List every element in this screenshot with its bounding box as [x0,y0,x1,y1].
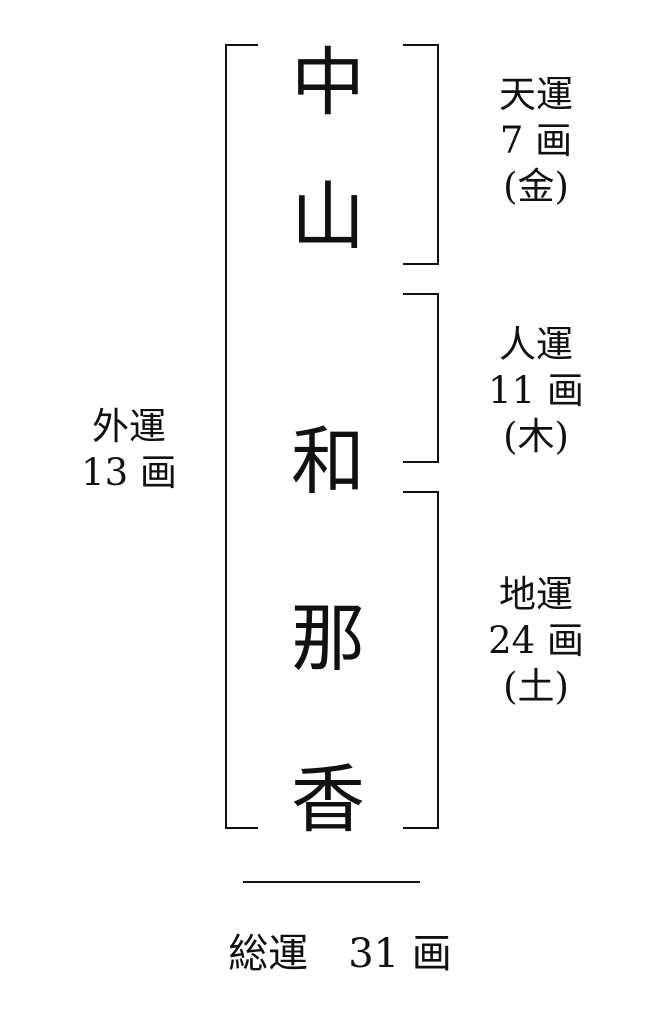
ten-un-label: 天運 [499,73,573,116]
ten-un-element: (金) [503,165,569,208]
given-char-1: 和 [291,419,365,505]
jin-un-label: 人運 [499,323,573,366]
chi-un-label: 地運 [499,573,573,616]
chi-un-element: (土) [503,665,569,708]
ten-un-bracket [403,44,439,265]
chi-un-block: 地運 24 画 (土) [478,572,594,710]
gai-un-label: 外運 [92,405,166,448]
chi-un-strokes: 24 画 [488,619,584,662]
given-char-3: 香 [291,757,365,843]
jin-un-block: 人運 11 画 (木) [478,322,594,460]
ten-un-block: 天運 7 画 (金) [478,72,594,210]
gai-un-block: 外運 13 画 [66,404,192,496]
given-char-2: 那 [291,596,365,682]
outer-left-bracket [225,44,258,829]
chi-un-bracket [403,491,439,829]
jin-un-element: (木) [503,415,569,458]
sou-un-line: 総運 31 画 [180,926,500,982]
sou-un-label: 総運 [228,931,309,977]
gai-un-strokes: 13 画 [81,451,177,494]
sou-un-strokes: 31 画 [348,931,452,977]
ten-un-strokes: 7 画 [499,119,573,162]
surname-char-2: 山 [291,174,365,260]
surname-char-1: 中 [291,40,365,126]
jin-un-strokes: 11 画 [488,369,584,412]
jin-un-bracket [403,293,439,463]
